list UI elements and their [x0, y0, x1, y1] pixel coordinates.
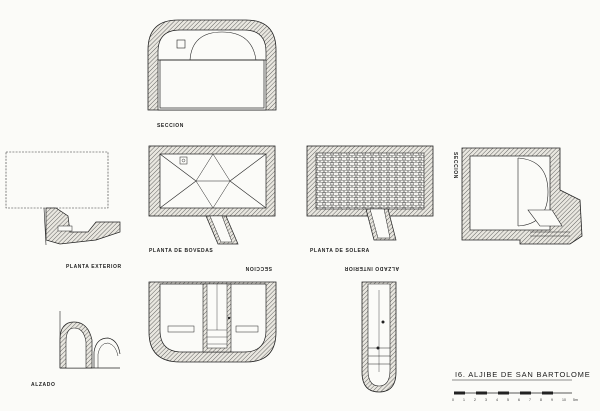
label-planta-exterior: PLANTA EXTERIOR — [66, 264, 122, 270]
label-seccion-mid: SECCION — [245, 265, 272, 271]
scale-tick-label: 7 — [529, 398, 531, 402]
label-planta-solera: PLANTA DE SOLERA — [310, 248, 370, 254]
scale-tick-label: 3 — [485, 398, 487, 402]
scale-tick-label: 1 — [463, 398, 465, 402]
label-seccion-right: SECCION — [452, 152, 458, 179]
planta-exterior-drawing — [5, 151, 121, 246]
planta-solera-drawing — [306, 145, 434, 241]
label-alzado-interior: ALZADO INTERIOR — [344, 265, 400, 271]
label-alzado: ALZADO — [31, 382, 56, 388]
label-planta-bovedas: PLANTA DE BOVEDAS — [149, 248, 214, 254]
scale-tick-label: 5 — [507, 398, 509, 402]
seccion-right-drawing — [461, 147, 583, 245]
seccion-top-drawing — [147, 19, 277, 111]
scale-tick-label: 0 — [452, 398, 454, 402]
label-seccion-top: SECCION — [157, 123, 184, 129]
scale-tick-label: 2 — [474, 398, 476, 402]
seccion-mid-drawing — [148, 281, 277, 363]
scale-tick-label: 8 — [540, 398, 542, 402]
scale-bar — [454, 391, 572, 395]
drawing-title: I6. ALJIBE DE SAN BARTOLOME — [455, 370, 591, 379]
scale-tick-label: 9 — [551, 398, 553, 402]
scale-tick-label: 4 — [496, 398, 498, 402]
alzado-drawing — [59, 311, 121, 369]
planta-bovedas-drawing — [148, 145, 276, 245]
alzado-interior-drawing — [361, 281, 397, 393]
scale-tick-label: 6 — [518, 398, 520, 402]
scale-tick-label: 10 — [562, 398, 566, 402]
scale-tick-label: 5m — [573, 398, 578, 402]
